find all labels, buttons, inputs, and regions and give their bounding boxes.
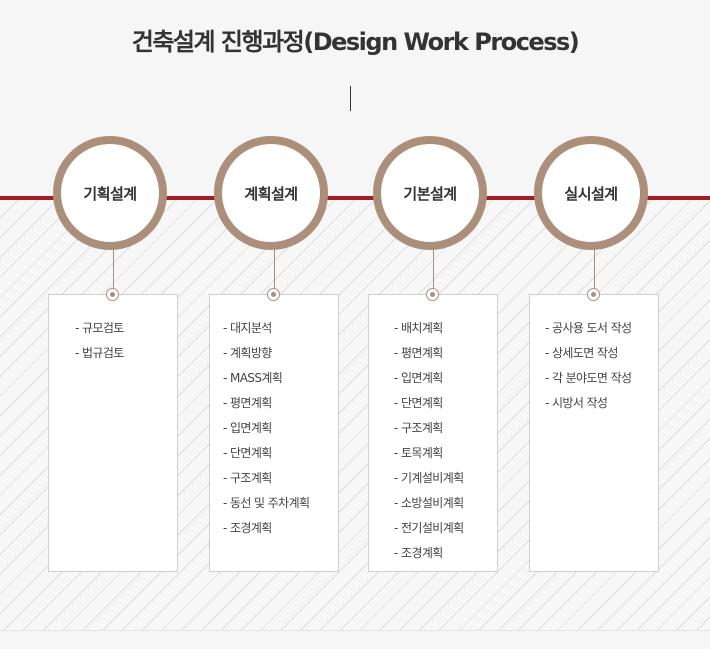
connector-dot-icon — [587, 288, 600, 301]
step-detail-box: - 대지분석 - 계획방향 - MASS계획 - 평면계획 - 입면계획 - 단… — [209, 294, 339, 572]
list-item: - 구조계획 — [223, 471, 272, 485]
list-item: - 전기설비계획 — [394, 521, 464, 535]
list-item: - 조경계획 — [223, 521, 272, 535]
step-label: 기획설계 — [83, 184, 137, 203]
list-item: - 대지분석 — [223, 321, 272, 335]
step-detail-box: - 배치계획 - 평면계획 - 입면계획 - 단면계획 - 구조계획 - 토목계… — [368, 294, 498, 572]
step-label: 실시설계 — [564, 184, 618, 203]
list-item: - 규모검토 — [75, 321, 124, 335]
page-title: 건축설계 진행과정(Design Work Process) — [131, 28, 580, 56]
title-divider — [350, 86, 351, 111]
step-circle: 계획설계 — [214, 136, 328, 250]
step-detail-box: - 규모검토 - 법규검토 — [48, 294, 178, 572]
step-connector-line — [433, 249, 434, 289]
list-item: - 토목계획 — [394, 446, 443, 460]
step-detail-box: - 공사용 도서 작성 - 상세도면 작성 - 각 분야도면 작성 - 시방서 … — [529, 294, 659, 572]
list-item: - 입면계획 — [223, 421, 272, 435]
list-item: - 배치계획 — [394, 321, 443, 335]
list-item: - 동선 및 주차계획 — [223, 496, 310, 510]
step-circle: 기본설계 — [373, 136, 487, 250]
list-item: - 계획방향 — [223, 346, 272, 360]
step-circle: 기획설계 — [53, 136, 167, 250]
list-item: - 공사용 도서 작성 — [545, 321, 632, 335]
step-label: 계획설계 — [244, 184, 298, 203]
step-connector-line — [113, 249, 114, 289]
connector-dot-icon — [106, 288, 119, 301]
list-item: - 단면계획 — [394, 396, 443, 410]
list-item: - 평면계획 — [394, 346, 443, 360]
process-timeline-line — [0, 196, 710, 200]
step-item-list: - 공사용 도서 작성 - 상세도면 작성 - 각 분야도면 작성 - 시방서 … — [545, 316, 632, 416]
step-connector-line — [274, 249, 275, 289]
list-item: - 조경계획 — [394, 546, 443, 560]
connector-dot-icon — [426, 288, 439, 301]
list-item: - 단면계획 — [223, 446, 272, 460]
list-item: - 소방설비계획 — [394, 496, 464, 510]
list-item: - 기계설비계획 — [394, 471, 464, 485]
step-circle: 실시설계 — [534, 136, 648, 250]
list-item: - 각 분야도면 작성 — [545, 371, 632, 385]
step-item-list: - 대지분석 - 계획방향 - MASS계획 - 평면계획 - 입면계획 - 단… — [223, 316, 310, 541]
list-item: - 법규검토 — [75, 346, 124, 360]
step-item-list: - 배치계획 - 평면계획 - 입면계획 - 단면계획 - 구조계획 - 토목계… — [394, 316, 464, 566]
list-item: - 시방서 작성 — [545, 396, 608, 410]
step-label: 기본설계 — [403, 184, 457, 203]
list-item: - 평면계획 — [223, 396, 272, 410]
list-item: - 상세도면 작성 — [545, 346, 618, 360]
step-connector-line — [594, 249, 595, 289]
list-item: - 구조계획 — [394, 421, 443, 435]
list-item: - MASS계획 — [223, 371, 283, 385]
step-item-list: - 규모검토 - 법규검토 — [75, 316, 124, 366]
connector-dot-icon — [267, 288, 280, 301]
list-item: - 입면계획 — [394, 371, 443, 385]
